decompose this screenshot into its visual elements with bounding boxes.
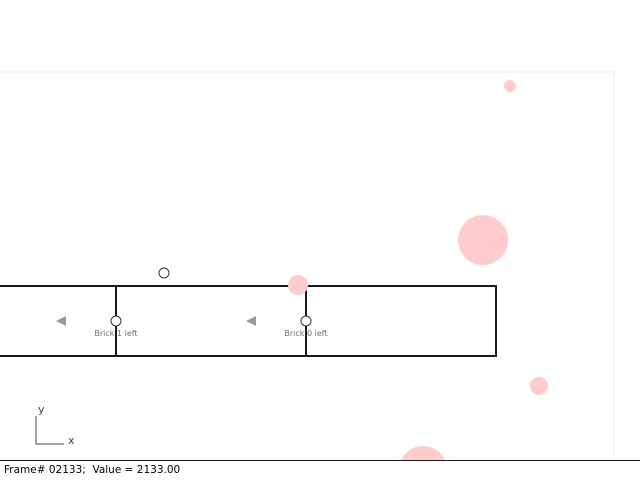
world-boundary [0,71,615,476]
left-triangle-icon [56,316,66,326]
circle-joint-icon[interactable] [110,315,122,327]
particle [458,215,508,265]
brick-label: Brick 0 left [284,329,327,338]
brick-label: Brick 1 left [94,329,137,338]
circle-joint-icon[interactable] [300,315,312,327]
left-triangle-icon [246,316,256,326]
circle-joint-icon[interactable] [158,267,170,279]
x-axis-label: x [68,434,75,447]
particle [504,80,516,92]
particle [530,377,548,395]
axis-indicator: y x [35,403,75,447]
particle [288,275,308,295]
axis-lines [35,416,64,445]
status-bar: Frame# 02133; Value = 2133.00 [0,460,640,480]
y-axis-label: y [38,403,45,416]
